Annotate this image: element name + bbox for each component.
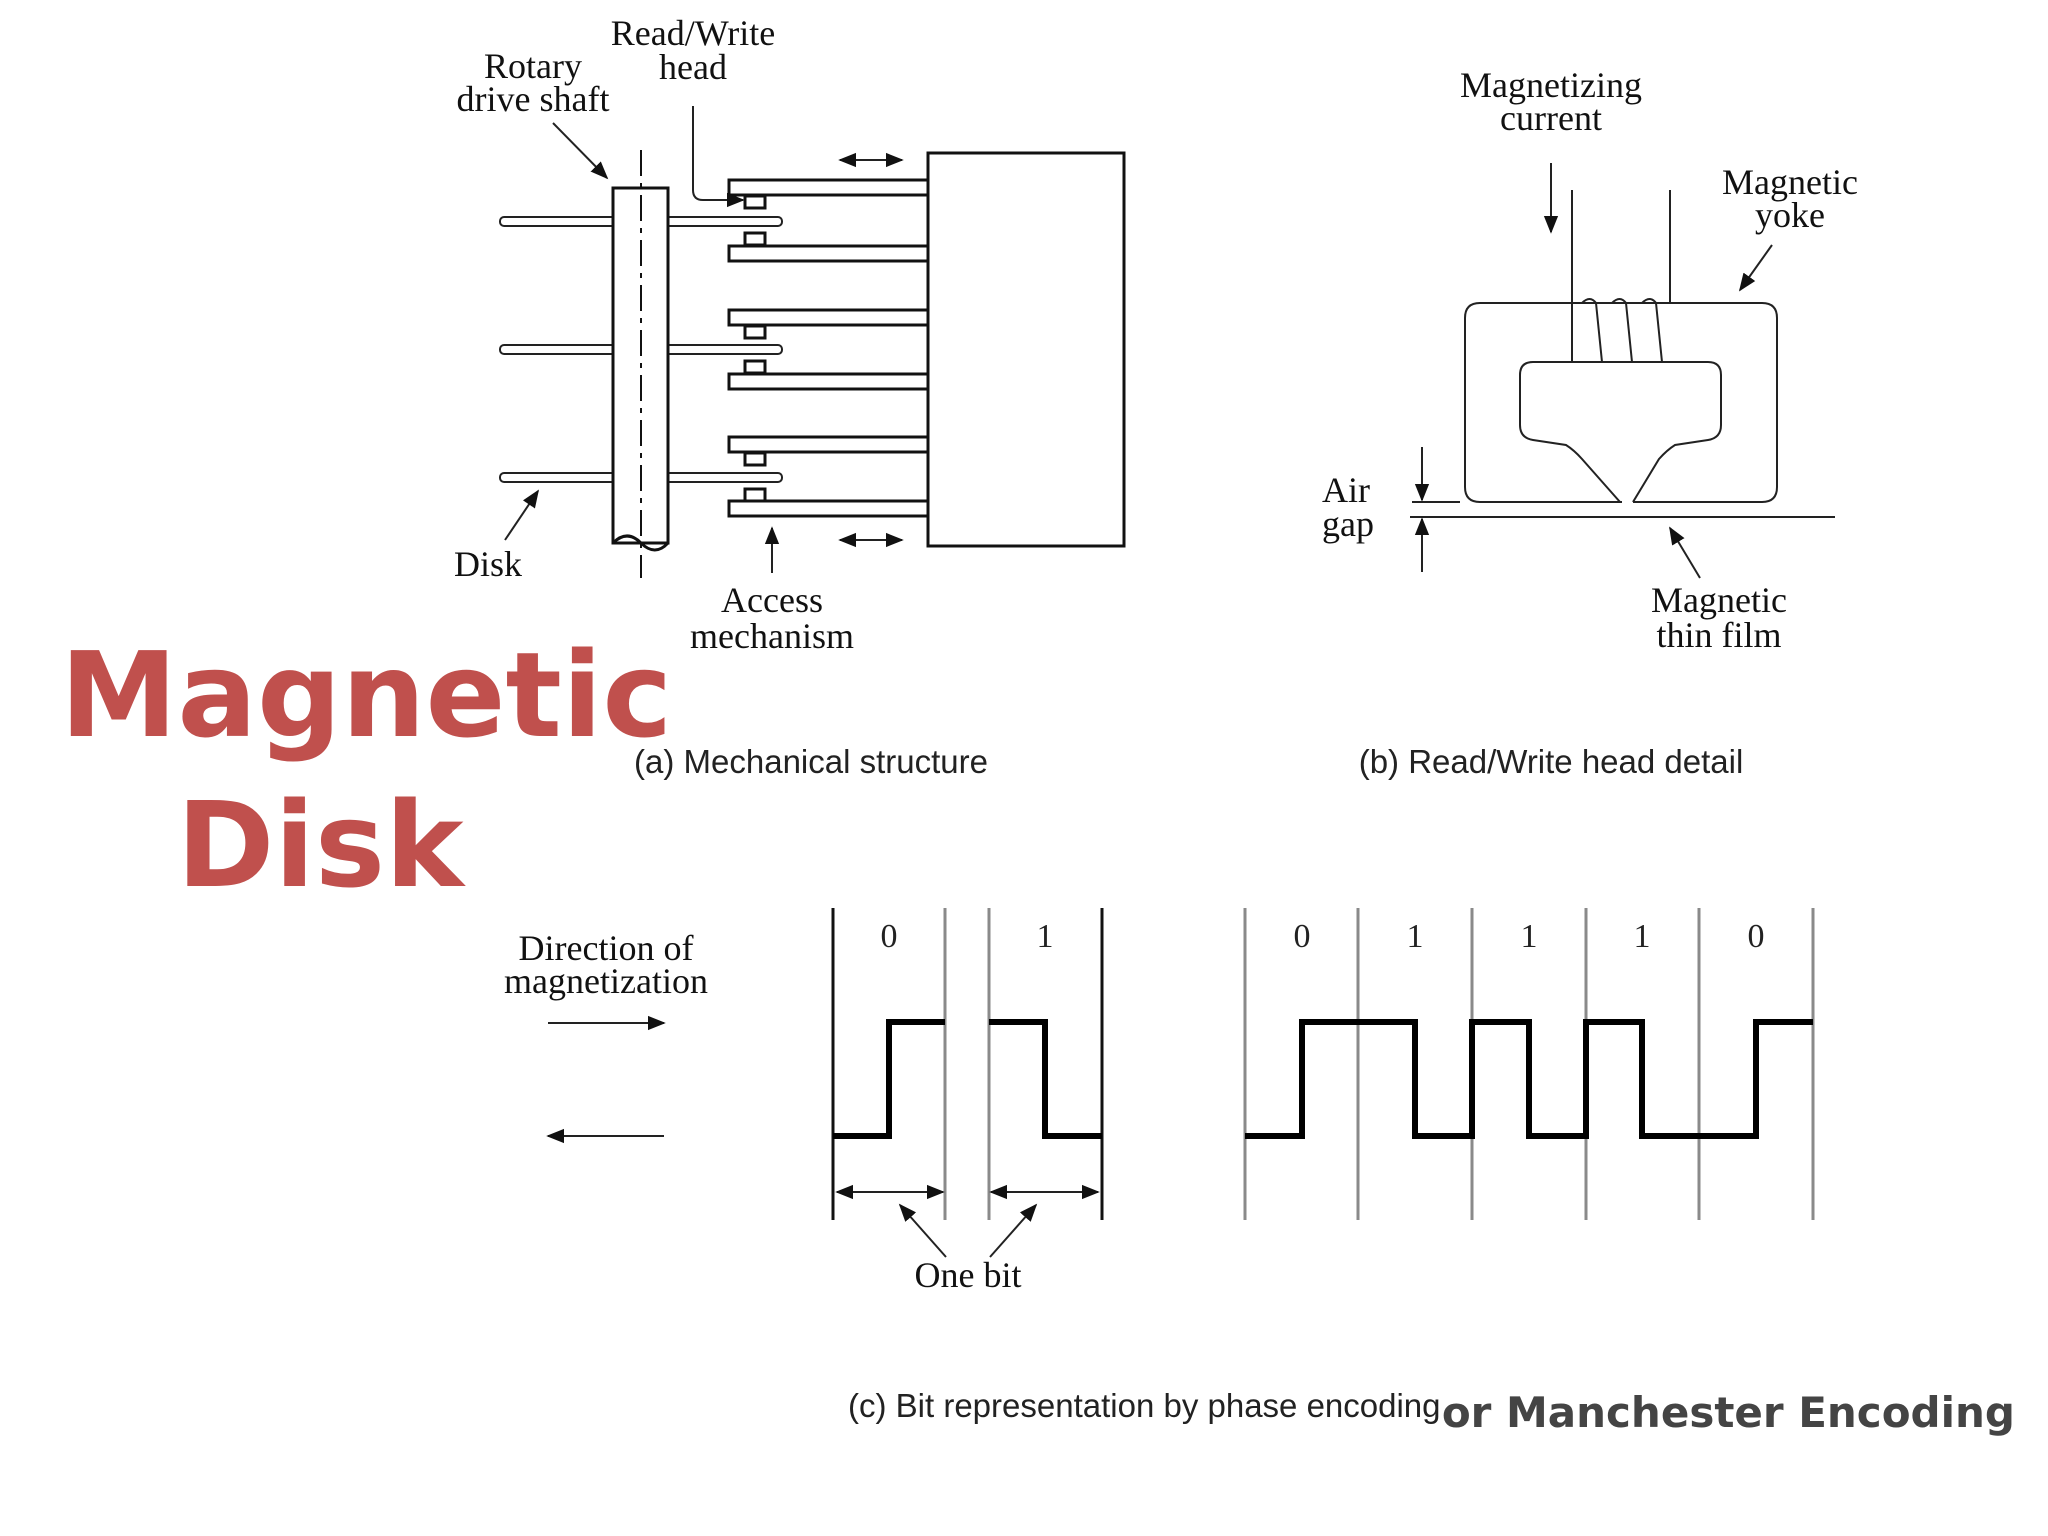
access-arms — [727, 178, 930, 518]
caption-c: (c) Bit representation by phase encoding — [848, 1387, 1441, 1424]
bit-label-right-4: 0 — [1748, 918, 1765, 955]
label-one-bit: One bit — [915, 1255, 1022, 1295]
bit-label-left-0: 0 — [881, 918, 898, 955]
pointer-arrows-a — [504, 106, 780, 573]
caption-b: (b) Read/Write head detail — [1359, 743, 1744, 780]
label-yoke: yoke — [1755, 195, 1825, 235]
label-magnetic-film: Magnetic — [1651, 580, 1787, 620]
coil-winding — [1571, 190, 1671, 363]
label-current: current — [1500, 98, 1602, 138]
read-write-heads — [743, 194, 767, 503]
bit-label-right-1: 1 — [1407, 918, 1424, 955]
panel-a-mechanical-structure: Read/Write head Rotary drive shaft Disk … — [454, 13, 1126, 780]
label-head: head — [659, 47, 727, 87]
caption-c-extra: or Manchester Encoding — [1442, 1388, 2015, 1437]
label-thin-film: thin film — [1657, 615, 1782, 655]
label-direction-of: Direction of — [519, 928, 694, 968]
bit-label-right-0: 0 — [1294, 918, 1311, 955]
label-magnetizing: Magnetizing — [1460, 65, 1642, 105]
label-read-write: Read/Write — [611, 13, 775, 53]
bit-label-left-1: 1 — [1037, 918, 1054, 955]
panel-b-head-detail: Magnetizing current Magnetic yoke Air ga… — [1322, 65, 1858, 780]
caption-a: (a) Mechanical structure — [634, 743, 988, 780]
label-access: Access — [721, 580, 823, 620]
actuator-block — [926, 151, 1126, 548]
pointer-arrows-b — [1543, 163, 1773, 579]
waveform-bit-0 — [833, 1019, 945, 1139]
bit-sequence-example: 0 1 1 1 0 — [1243, 908, 1815, 1220]
rotary-drive-shaft — [611, 150, 670, 578]
air-gap-marker — [1412, 447, 1460, 572]
title-line-2: Disk — [176, 776, 464, 914]
label-air: Air — [1322, 470, 1370, 510]
title-line-1: Magnetic — [60, 626, 673, 764]
label-mechanism: mechanism — [690, 616, 854, 656]
label-magnetization: magnetization — [504, 961, 708, 1001]
bit-label-right-3: 1 — [1634, 918, 1651, 955]
label-rotary: Rotary — [484, 46, 582, 86]
label-disk: Disk — [454, 544, 522, 584]
yoke-inner — [1519, 361, 1722, 503]
panel-c-bit-representation: Direction of magnetization 0 1 One bit — [504, 908, 2015, 1437]
label-gap: gap — [1322, 504, 1374, 544]
waveform-bit-1 — [989, 1019, 1102, 1139]
label-drive-shaft: drive shaft — [457, 79, 610, 119]
waveform-sequence — [1245, 1019, 1813, 1139]
single-bit-examples: 0 1 One bit — [831, 908, 1104, 1295]
magnetic-yoke — [1464, 302, 1778, 503]
bit-label-right-2: 1 — [1521, 918, 1538, 955]
label-magnetic-yoke: Magnetic — [1722, 162, 1858, 202]
movement-arrows — [838, 152, 904, 548]
slide-title: Magnetic Disk — [60, 620, 673, 920]
